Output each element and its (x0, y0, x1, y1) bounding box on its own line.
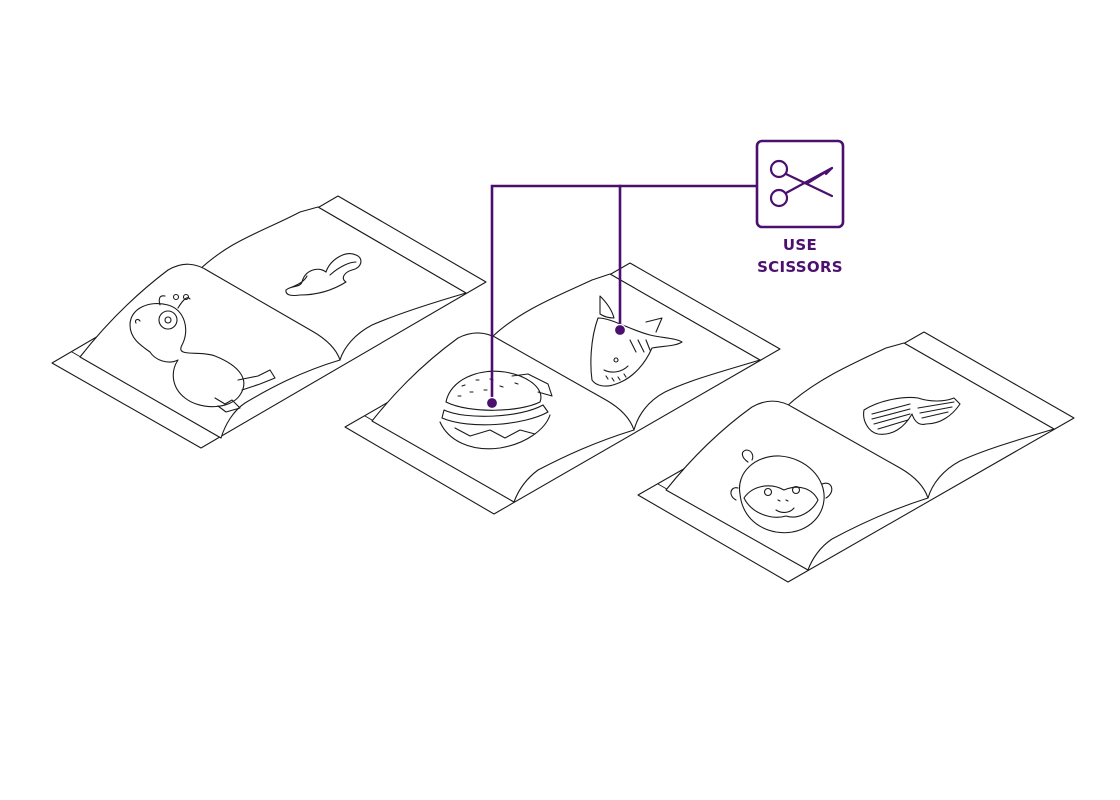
scissors-callout (485, 139, 845, 410)
callout-dot-burger (485, 396, 499, 410)
use-scissors-label: USE SCISSORS (750, 234, 850, 278)
booklet-right-left-page (665, 400, 929, 571)
booklet-left (51, 195, 487, 449)
callout-line-main (490, 184, 759, 405)
scissors-icon (769, 159, 834, 208)
callout-dot-shark (613, 323, 627, 337)
burger-outline (439, 370, 553, 450)
shutter-shades-outline (863, 396, 961, 435)
alien-outline (129, 293, 276, 413)
shark-outline (590, 295, 683, 387)
label-line-2: SCISSORS (757, 258, 843, 276)
booklet-middle (344, 262, 781, 515)
booklet-middle-left-page (371, 332, 635, 503)
booklet-right (637, 331, 1075, 583)
booklet-left-left-page (79, 263, 341, 439)
mustache-outline (285, 253, 362, 297)
scissors-icon-box (755, 139, 845, 229)
label-line-1: USE (782, 236, 818, 254)
monkey-outline (730, 449, 833, 534)
